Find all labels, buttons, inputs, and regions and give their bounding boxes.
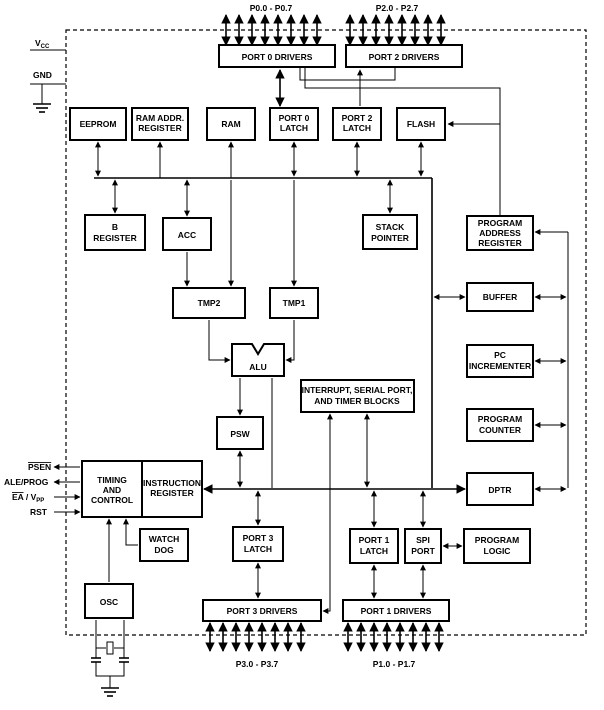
port0-pins [221, 14, 322, 46]
buffer-block: BUFFER [466, 282, 534, 312]
port3-pins-label: P3.0 - P3.7 [236, 659, 279, 669]
svg-text:BUFFER: BUFFER [483, 292, 517, 302]
svg-text:INCREMENTER: INCREMENTER [469, 361, 531, 371]
svg-text:PROGRAM: PROGRAM [478, 414, 522, 424]
svg-text:PORT 2 DRIVERS: PORT 2 DRIVERS [369, 52, 440, 62]
svg-text:RAM ADDR.: RAM ADDR. [136, 113, 184, 123]
svg-text:RAM: RAM [221, 119, 240, 129]
port0-latch-block: PORT 0 LATCH [269, 107, 319, 141]
psen-label: PSEN [28, 462, 51, 472]
svg-text:TMP1: TMP1 [283, 298, 306, 308]
svg-text:POINTER: POINTER [371, 233, 409, 243]
port0-pins-label: P0.0 - P0.7 [250, 3, 293, 13]
ea-vpp-label: EA / VPP [12, 492, 44, 504]
svg-text:FLASH: FLASH [407, 119, 435, 129]
svg-text:REGISTER: REGISTER [138, 123, 181, 133]
svg-text:PROGRAM: PROGRAM [475, 535, 519, 545]
osc-block: OSC [84, 583, 134, 619]
program-address-register-block: PROGRAM ADDRESS REGISTER [466, 215, 534, 251]
svg-text:WATCH: WATCH [149, 534, 180, 544]
watchdog-block: WATCH DOG [139, 528, 189, 562]
port2-drivers-block: PORT 2 DRIVERS [345, 44, 463, 68]
svg-text:PC: PC [494, 350, 506, 360]
interrupt-serial-timer-block: INTERRUPT, SERIAL PORT, AND TIMER BLOCKS [300, 379, 415, 413]
program-logic-block: PROGRAM LOGIC [463, 528, 531, 564]
svg-text:EEPROM: EEPROM [80, 119, 117, 129]
port2-pins-label: P2.0 - P2.7 [376, 3, 419, 13]
svg-text:PORT 1 DRIVERS: PORT 1 DRIVERS [361, 606, 432, 616]
svg-text:PORT 2: PORT 2 [342, 113, 373, 123]
ground-icon [30, 83, 66, 113]
svg-text:LOGIC: LOGIC [484, 546, 511, 556]
psw-block: PSW [216, 416, 264, 450]
chip-boundary [65, 29, 587, 636]
svg-text:AND TIMER BLOCKS: AND TIMER BLOCKS [314, 396, 400, 406]
svg-text:PSW: PSW [230, 429, 250, 439]
svg-text:B: B [112, 222, 118, 232]
svg-text:PORT 1: PORT 1 [359, 535, 390, 545]
crystal-circuit [91, 620, 129, 688]
svg-text:DPTR: DPTR [488, 485, 511, 495]
svg-text:PROGRAM: PROGRAM [478, 218, 522, 228]
svg-text:PORT 3 DRIVERS: PORT 3 DRIVERS [227, 606, 298, 616]
pc-incrementer-block: PC INCREMENTER [466, 344, 534, 378]
svg-text:DOG: DOG [154, 545, 174, 555]
port1-latch-block: PORT 1 LATCH [349, 528, 399, 564]
dptr-block: DPTR [466, 472, 534, 506]
ale-prog-label: ALE/PROG [4, 477, 49, 487]
svg-text:REGISTER: REGISTER [478, 238, 521, 248]
svg-text:LATCH: LATCH [244, 544, 272, 554]
port3-latch-block: PORT 3 LATCH [232, 526, 284, 562]
svg-text:ACC: ACC [178, 230, 196, 240]
svg-text:PORT 3: PORT 3 [243, 533, 274, 543]
svg-text:TMP2: TMP2 [198, 298, 221, 308]
timing-control-block: TIMING AND CONTROL [81, 460, 143, 518]
gnd-label: GND [33, 70, 52, 80]
spi-port-block: SPI PORT [404, 528, 442, 564]
tmp1-block: TMP1 [269, 287, 319, 319]
port2-latch-block: PORT 2 LATCH [332, 107, 382, 141]
svg-text:INTERRUPT, SERIAL PORT,: INTERRUPT, SERIAL PORT, [302, 385, 413, 395]
port3-pins [205, 622, 306, 652]
svg-text:ALU: ALU [249, 362, 266, 372]
b-register-block: B REGISTER [84, 214, 146, 251]
ram-block: RAM [206, 107, 256, 141]
alu-block: ALU [231, 343, 285, 377]
flash-block: FLASH [396, 107, 446, 141]
acc-block: ACC [162, 217, 212, 251]
vcc-label: VCC [35, 38, 50, 50]
program-counter-block: PROGRAM COUNTER [466, 408, 534, 442]
svg-text:AND: AND [103, 485, 121, 495]
port1-drivers-block: PORT 1 DRIVERS [342, 599, 450, 622]
svg-text:LATCH: LATCH [343, 123, 371, 133]
port1-pins [343, 622, 444, 652]
svg-text:CONTROL: CONTROL [91, 495, 133, 505]
svg-text:LATCH: LATCH [360, 546, 388, 556]
svg-text:INSTRUCTION: INSTRUCTION [143, 478, 201, 488]
ground-icon-osc [101, 687, 119, 697]
ram-addr-register-block: RAM ADDR. REGISTER [131, 107, 189, 141]
eeprom-block: EEPROM [69, 107, 127, 141]
svg-text:REGISTER: REGISTER [93, 233, 136, 243]
svg-text:TIMING: TIMING [97, 475, 127, 485]
port2-pins [345, 14, 446, 46]
svg-text:SPI: SPI [416, 535, 430, 545]
port1-pins-label: P1.0 - P1.7 [373, 659, 416, 669]
svg-text:PORT 0: PORT 0 [279, 113, 310, 123]
svg-text:OSC: OSC [100, 597, 118, 607]
svg-text:REGISTER: REGISTER [150, 488, 193, 498]
port3-drivers-block: PORT 3 DRIVERS [202, 599, 322, 622]
svg-text:LATCH: LATCH [280, 123, 308, 133]
svg-text:PORT: PORT [411, 546, 435, 556]
rst-label: RST [30, 507, 48, 517]
port0-drivers-block: PORT 0 DRIVERS [218, 44, 336, 68]
svg-text:ADDRESS: ADDRESS [479, 228, 521, 238]
svg-text:STACK: STACK [376, 222, 406, 232]
stack-pointer-block: STACK POINTER [362, 214, 418, 250]
tmp2-block: TMP2 [172, 287, 246, 319]
svg-text:PORT 0 DRIVERS: PORT 0 DRIVERS [242, 52, 313, 62]
svg-text:COUNTER: COUNTER [479, 425, 521, 435]
instruction-register-block: INSTRUCTION REGISTER [141, 460, 203, 518]
